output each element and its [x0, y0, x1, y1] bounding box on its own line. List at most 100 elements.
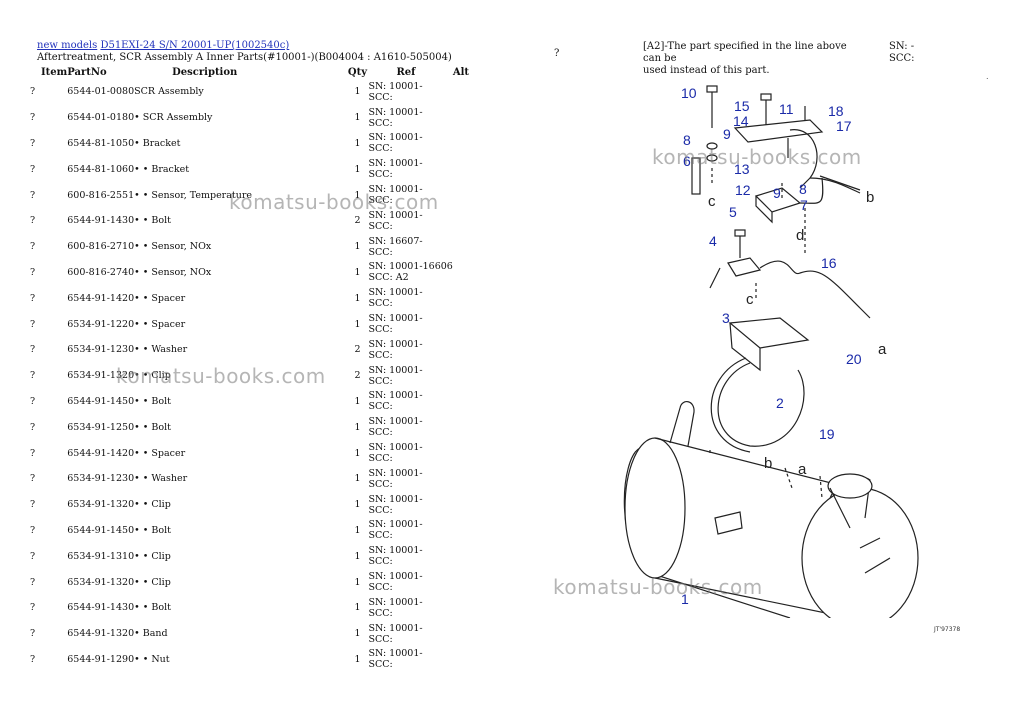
qty-cell: 1: [354, 241, 361, 253]
ref-scc: SCC:: [368, 324, 393, 336]
alt-note-line2: used instead of this part.: [643, 65, 770, 76]
qty-cell: 2: [354, 215, 361, 227]
item-cell: ?: [30, 473, 36, 485]
page-subtitle: Aftertreatment, SCR Assembly A Inner Par…: [37, 52, 452, 63]
right-dot: .: [986, 72, 989, 81]
callout-number: 20: [846, 351, 862, 367]
ref-sn: SN: 10001-: [368, 209, 423, 221]
ref-cell: SN: 10001-SCC:: [368, 595, 452, 621]
alt-cell: [453, 440, 482, 466]
qty-cell: 1: [354, 628, 361, 640]
qty-cell: 1: [354, 395, 361, 407]
ref-sn: SN: 10001-: [368, 545, 423, 557]
qty-cell: 1: [354, 137, 361, 149]
ref-scc: SCC:: [368, 143, 393, 155]
item-cell: ?: [30, 550, 36, 562]
ref-sn: SN: 10001-16606: [368, 261, 453, 273]
ref-sn: SN: 10001-: [368, 493, 423, 505]
alt-cell: [453, 492, 482, 518]
ref-scc: SCC:: [368, 401, 393, 413]
alt-note: [A2]-The part specified in the line abov…: [643, 41, 863, 77]
item-cell: ?: [30, 163, 36, 175]
ref-cell: SN: 10001-SCC:: [368, 518, 452, 544]
callout-number: 15: [734, 98, 750, 114]
qty-cell: 1: [354, 499, 361, 511]
description-cell: SCR Assembly: [134, 86, 204, 98]
callout-number: 12: [735, 182, 751, 198]
callout-number: 13: [734, 161, 750, 177]
qty-cell: 1: [354, 447, 361, 459]
col-header-description: Description: [172, 67, 238, 78]
ref-cell: SN: 10001-SCC:: [368, 208, 452, 234]
partno-cell: 6534-91-1310: [67, 550, 135, 562]
callout-number: 5: [729, 204, 737, 220]
ref-sn: SN: 10001-: [368, 364, 423, 376]
callout-number: 3: [722, 310, 730, 326]
alt-cell: [453, 234, 482, 260]
item-cell: ?: [30, 137, 36, 149]
table-header-row: Item PartNo Description Qty Ref Alt: [30, 66, 482, 79]
partno-cell: 6544-81-1050: [67, 137, 135, 149]
qty-cell: 1: [354, 421, 361, 433]
callout-number: 8: [799, 181, 807, 197]
partno-cell: 6544-91-1450: [67, 524, 135, 536]
partno-cell: 6544-91-1420: [67, 447, 135, 459]
item-cell: ?: [30, 292, 36, 304]
ref-cell: SN: 10001-SCC:: [368, 466, 452, 492]
ref-sn: SN: 10001-: [368, 184, 423, 196]
ref-sn: SN: 10001-: [368, 80, 423, 92]
breadcrumb-new-models-link[interactable]: new models: [37, 40, 98, 51]
ref-sn: SN: 10001-: [368, 622, 423, 634]
ref-scc: SCC:: [368, 91, 393, 103]
alt-cell: [453, 569, 482, 595]
ref-cell: SN: 10001-SCC:: [368, 647, 452, 673]
description-cell: • SCR Assembly: [134, 112, 213, 124]
watermark-4: komatsu-books.com: [553, 575, 763, 599]
description-cell: • • Washer: [134, 344, 188, 356]
ref-sn: SN: 16607-: [368, 235, 423, 247]
item-cell: ?: [30, 421, 36, 433]
figure-id: JT'97378: [934, 626, 961, 633]
item-cell: ?: [30, 86, 36, 98]
callout-number: 4: [709, 233, 717, 249]
watermark-1: komatsu-books.com: [229, 190, 439, 214]
qty-cell: 1: [354, 473, 361, 485]
callout-number: 9: [723, 126, 731, 142]
ref-sn: SN: 10001-: [368, 338, 423, 350]
ref-cell: SN: 10001-SCC:: [368, 621, 452, 647]
ref-sn: SN: 10001-: [368, 467, 423, 479]
description-cell: • • Clip: [134, 499, 171, 511]
ref-cell: SN: 10001-SCC:: [368, 156, 452, 182]
ref-cell: SN: 16607-SCC:: [368, 234, 452, 260]
qty-cell: 1: [354, 318, 361, 330]
alt-note-line1: [A2]-The part specified in the line abov…: [643, 41, 847, 64]
breadcrumb-model-link[interactable]: D51EXI-24 S/N 20001-UP(1002540c): [100, 40, 290, 51]
alt-cell: [453, 182, 482, 208]
partno-cell: 6544-91-1320: [67, 628, 135, 640]
partno-cell: 6544-01-0080: [67, 86, 135, 98]
ref-scc: SCC:: [368, 246, 393, 258]
